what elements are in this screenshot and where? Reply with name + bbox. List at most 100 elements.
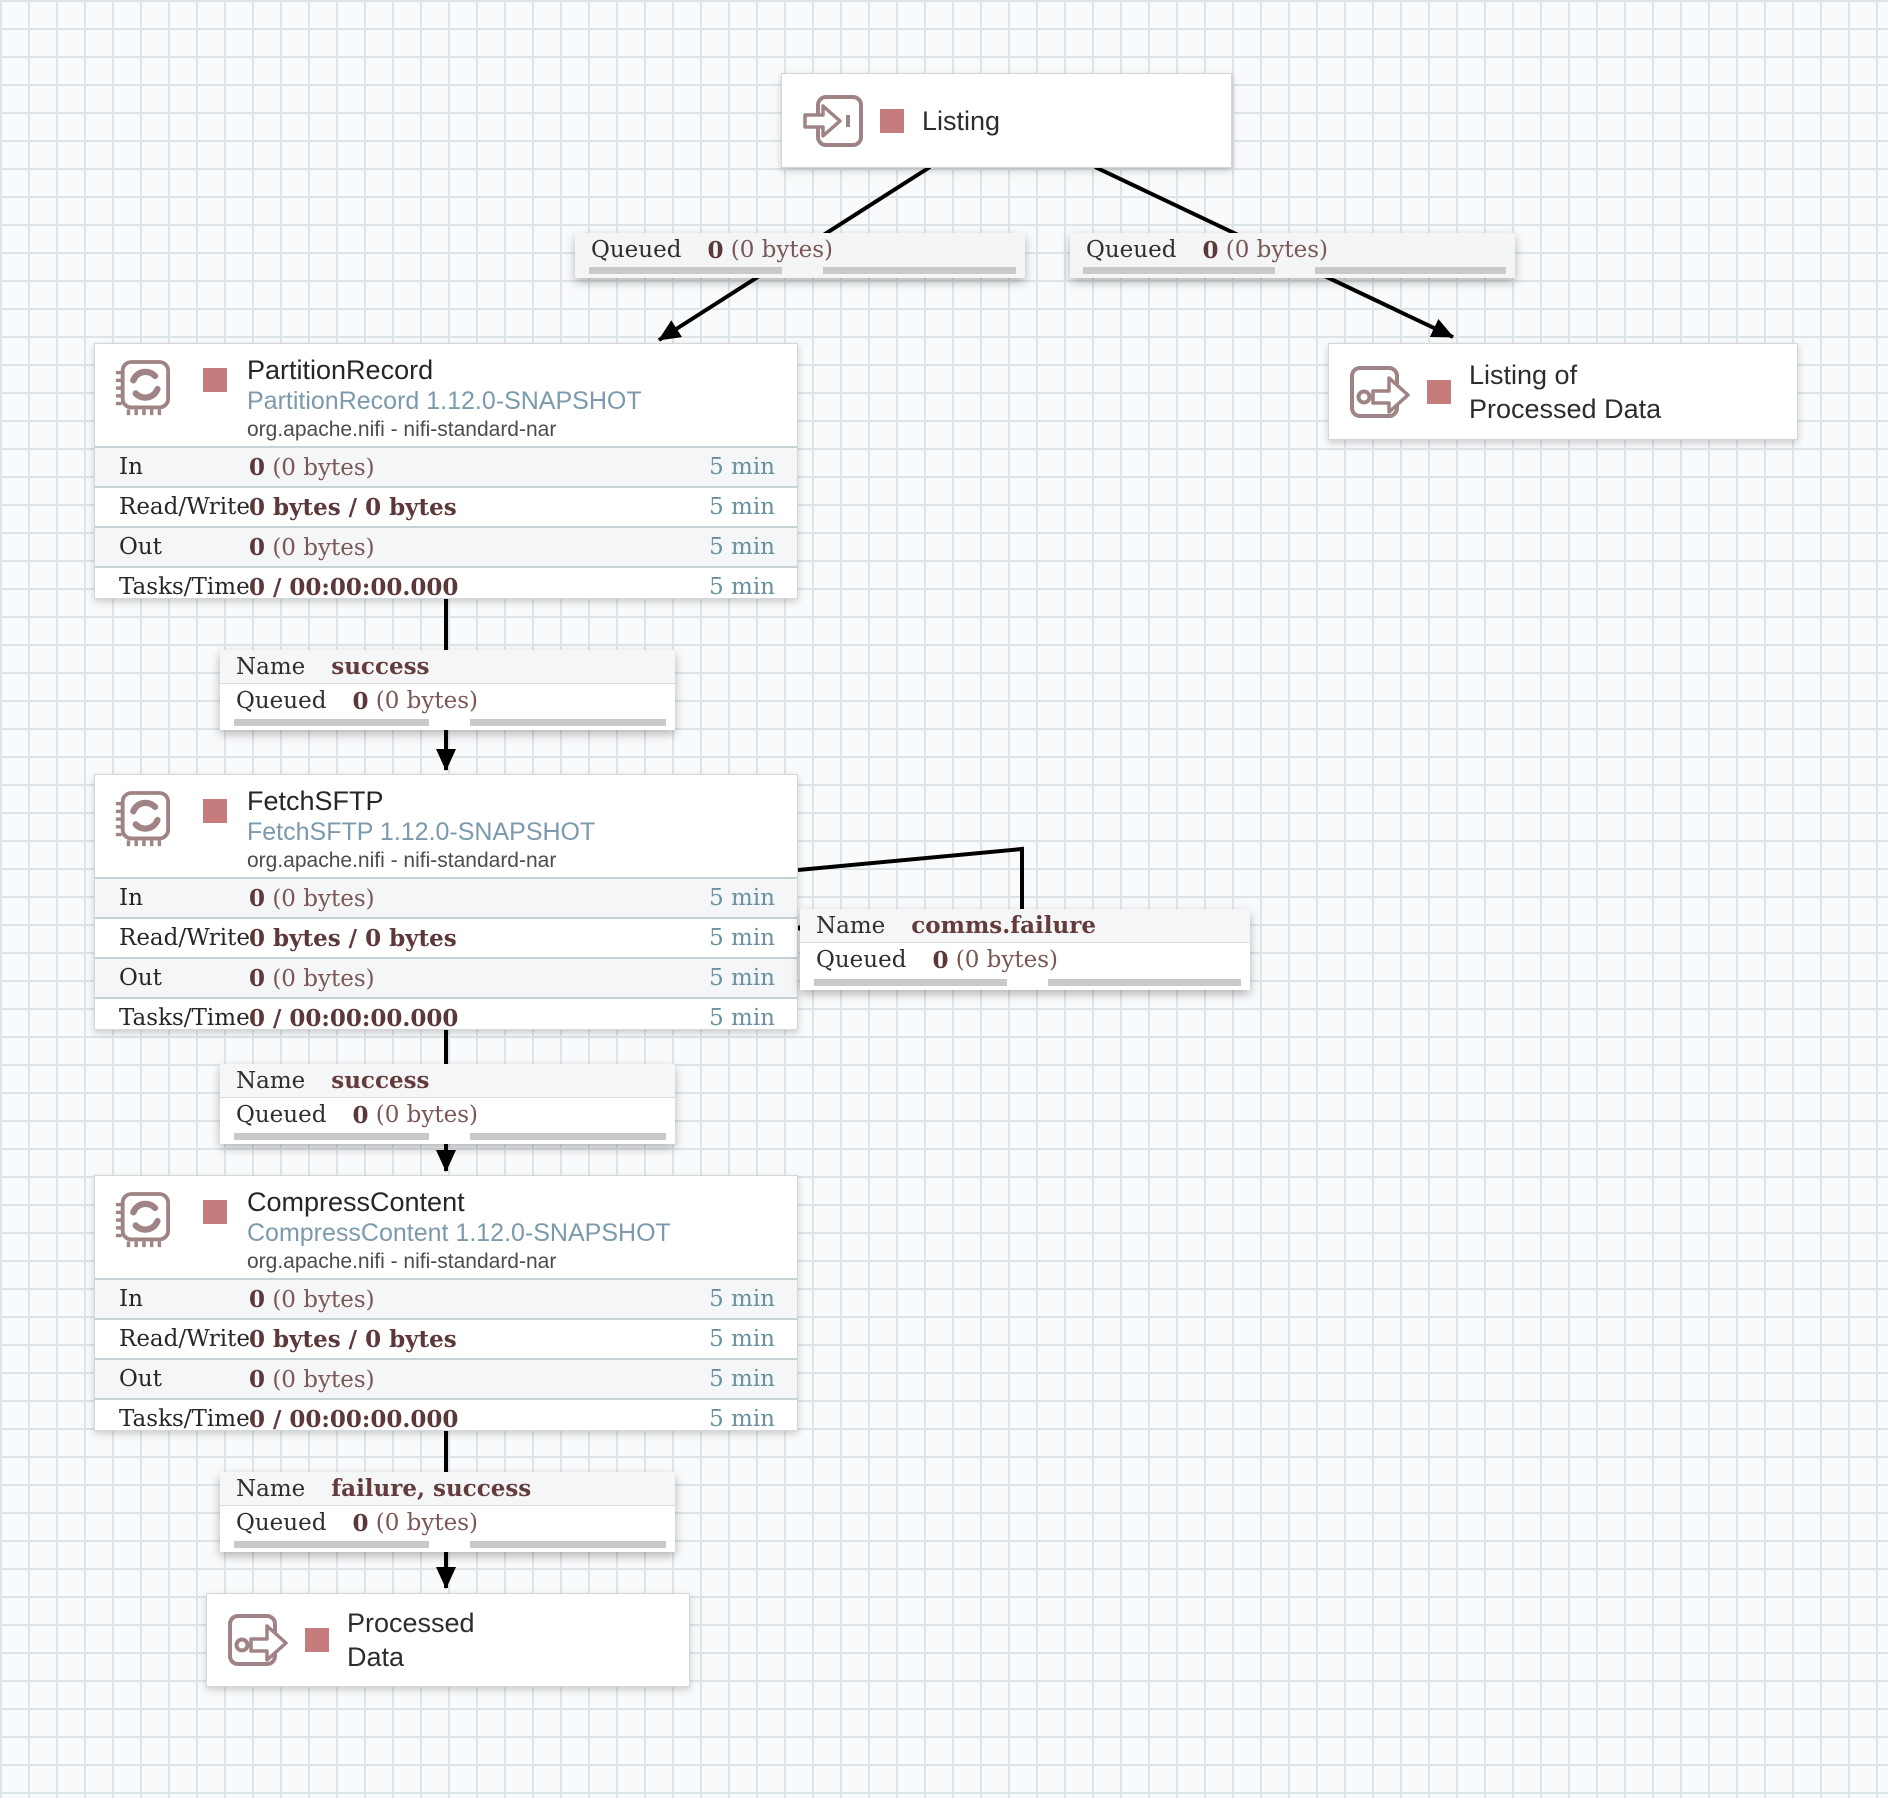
- stopped-status-icon: [203, 1200, 227, 1224]
- port-title: Listing of Processed Data: [1469, 359, 1662, 424]
- name-row: Name failure, success: [220, 1472, 675, 1506]
- stopped-status-icon: [203, 368, 227, 392]
- queued-size: (0 bytes): [375, 1102, 479, 1128]
- stat-row-readwrite: Read/Write 0 bytes / 0 bytes 5 min: [95, 917, 797, 957]
- queued-count: 0: [932, 946, 949, 974]
- name-key: Name: [236, 1067, 306, 1094]
- processor-bundle: org.apache.nifi - nifi-standard-nar: [247, 1250, 557, 1273]
- connection-label-queued-1[interactable]: Queued 0 (0 bytes): [575, 233, 1025, 278]
- stat-label: Tasks/Time: [119, 574, 250, 600]
- stopped-status-icon: [203, 799, 227, 823]
- name-row: Name success: [220, 1064, 675, 1098]
- processor-icon: [115, 791, 171, 847]
- connection-label-comms-failure[interactable]: Name comms.failure Queued 0 (0 bytes): [800, 909, 1250, 990]
- queued-key: Queued: [236, 1102, 327, 1128]
- stat-row-in: In 0 (0 bytes) 5 min: [95, 877, 797, 917]
- processor-fetchsftp[interactable]: FetchSFTP FetchSFTP 1.12.0-SNAPSHOT org.…: [94, 774, 798, 1032]
- stat-row-in: In 0 (0 bytes) 5 min: [95, 446, 797, 486]
- connection-label-success-1[interactable]: Name success Queued 0 (0 bytes): [220, 650, 675, 730]
- processor-bundle: org.apache.nifi - nifi-standard-nar: [247, 418, 557, 441]
- stat-label: Read/Write: [119, 494, 250, 520]
- queued-key: Queued: [816, 947, 907, 973]
- processor-icon: [115, 1192, 171, 1248]
- stat-window: 5 min: [709, 965, 775, 991]
- stat-row-readwrite: Read/Write 0 bytes / 0 bytes 5 min: [95, 1318, 797, 1358]
- name-key: Name: [816, 912, 886, 939]
- stat-row-out: Out 0 (0 bytes) 5 min: [95, 1358, 797, 1398]
- stat-window: 5 min: [709, 574, 775, 600]
- queued-row: Queued 0 (0 bytes): [1070, 233, 1515, 267]
- processor-header: FetchSFTP FetchSFTP 1.12.0-SNAPSHOT org.…: [95, 775, 797, 877]
- stat-label: Tasks/Time: [119, 1406, 250, 1432]
- name-key: Name: [236, 653, 306, 680]
- processor-partitionrecord[interactable]: PartitionRecord PartitionRecord 1.12.0-S…: [94, 343, 798, 601]
- input-port-listing[interactable]: Listing: [781, 73, 1232, 168]
- stat-window: 5 min: [709, 1366, 775, 1392]
- queued-row: Queued 0 (0 bytes): [220, 684, 675, 718]
- name-value: success: [331, 1067, 430, 1094]
- processor-header: CompressContent CompressContent 1.12.0-S…: [95, 1176, 797, 1278]
- output-port-processed-data[interactable]: Processed Data: [206, 1593, 690, 1687]
- queued-count: 0: [352, 687, 369, 715]
- processor-version: CompressContent 1.12.0-SNAPSHOT: [247, 1219, 671, 1247]
- queued-key: Queued: [1086, 237, 1177, 263]
- stat-label: Read/Write: [119, 1326, 250, 1352]
- stat-row-taskstime: Tasks/Time 0 / 00:00:00.000 5 min: [95, 1398, 797, 1438]
- queued-size: (0 bytes): [375, 1510, 479, 1536]
- input-port-icon: [803, 94, 863, 147]
- queue-indicator-bars: [800, 979, 1250, 986]
- name-row: Name comms.failure: [800, 909, 1250, 943]
- stat-label: Out: [119, 1366, 162, 1392]
- processor-icon: [115, 360, 171, 416]
- stat-row-readwrite: Read/Write 0 bytes / 0 bytes 5 min: [95, 486, 797, 526]
- processor-header: PartitionRecord PartitionRecord 1.12.0-S…: [95, 344, 797, 446]
- stopped-status-icon: [880, 108, 904, 133]
- stat-label: In: [119, 1286, 143, 1312]
- connection-label-queued-2[interactable]: Queued 0 (0 bytes): [1070, 233, 1515, 278]
- processor-title: FetchSFTP: [247, 786, 384, 816]
- name-value: failure, success: [331, 1475, 532, 1502]
- queued-count: 0: [1202, 236, 1219, 264]
- stat-window: 5 min: [709, 1005, 775, 1031]
- queued-size: (0 bytes): [955, 947, 1059, 973]
- stat-window: 5 min: [709, 1286, 775, 1312]
- processor-bundle: org.apache.nifi - nifi-standard-nar: [247, 849, 557, 872]
- queued-count: 0: [352, 1101, 369, 1129]
- connection-label-success-2[interactable]: Name success Queued 0 (0 bytes): [220, 1064, 675, 1144]
- queued-size: (0 bytes): [1225, 237, 1329, 263]
- queue-indicator-bars: [1070, 267, 1515, 274]
- port-title: Listing: [922, 105, 1001, 136]
- stat-window: 5 min: [709, 454, 775, 480]
- queued-row: Queued 0 (0 bytes): [575, 233, 1025, 267]
- stat-label: Out: [119, 965, 162, 991]
- queued-count: 0: [707, 236, 724, 264]
- queued-row: Queued 0 (0 bytes): [220, 1098, 675, 1132]
- queue-indicator-bars: [220, 1541, 675, 1548]
- connection-label-failure-success[interactable]: Name failure, success Queued 0 (0 bytes): [220, 1472, 675, 1552]
- stat-label: In: [119, 454, 143, 480]
- stat-window: 5 min: [709, 885, 775, 911]
- output-port-listing-of-processed-data[interactable]: Listing of Processed Data: [1328, 343, 1798, 440]
- processor-title: CompressContent: [247, 1187, 465, 1217]
- connection-line-fetchsftp-selfloop[interactable]: [797, 846, 1024, 911]
- stat-label: In: [119, 885, 143, 911]
- stat-row-taskstime: Tasks/Time 0 / 00:00:00.000 5 min: [95, 566, 797, 606]
- processor-title: PartitionRecord: [247, 355, 434, 385]
- queued-key: Queued: [236, 1510, 327, 1536]
- stat-row-in: In 0 (0 bytes) 5 min: [95, 1278, 797, 1318]
- processor-version: PartitionRecord 1.12.0-SNAPSHOT: [247, 387, 642, 415]
- name-row: Name success: [220, 650, 675, 684]
- stat-window: 5 min: [709, 1326, 775, 1352]
- queued-row: Queued 0 (0 bytes): [800, 943, 1250, 977]
- queued-key: Queued: [236, 688, 327, 714]
- queued-row: Queued 0 (0 bytes): [220, 1506, 675, 1540]
- stopped-status-icon: [1427, 379, 1451, 404]
- processor-compresscontent[interactable]: CompressContent CompressContent 1.12.0-S…: [94, 1175, 798, 1433]
- queue-indicator-bars: [220, 719, 675, 726]
- name-value: comms.failure: [911, 912, 1096, 939]
- name-value: success: [331, 653, 430, 680]
- stat-window: 5 min: [709, 534, 775, 560]
- queue-indicator-bars: [575, 267, 1025, 274]
- stat-row-taskstime: Tasks/Time 0 / 00:00:00.000 5 min: [95, 997, 797, 1037]
